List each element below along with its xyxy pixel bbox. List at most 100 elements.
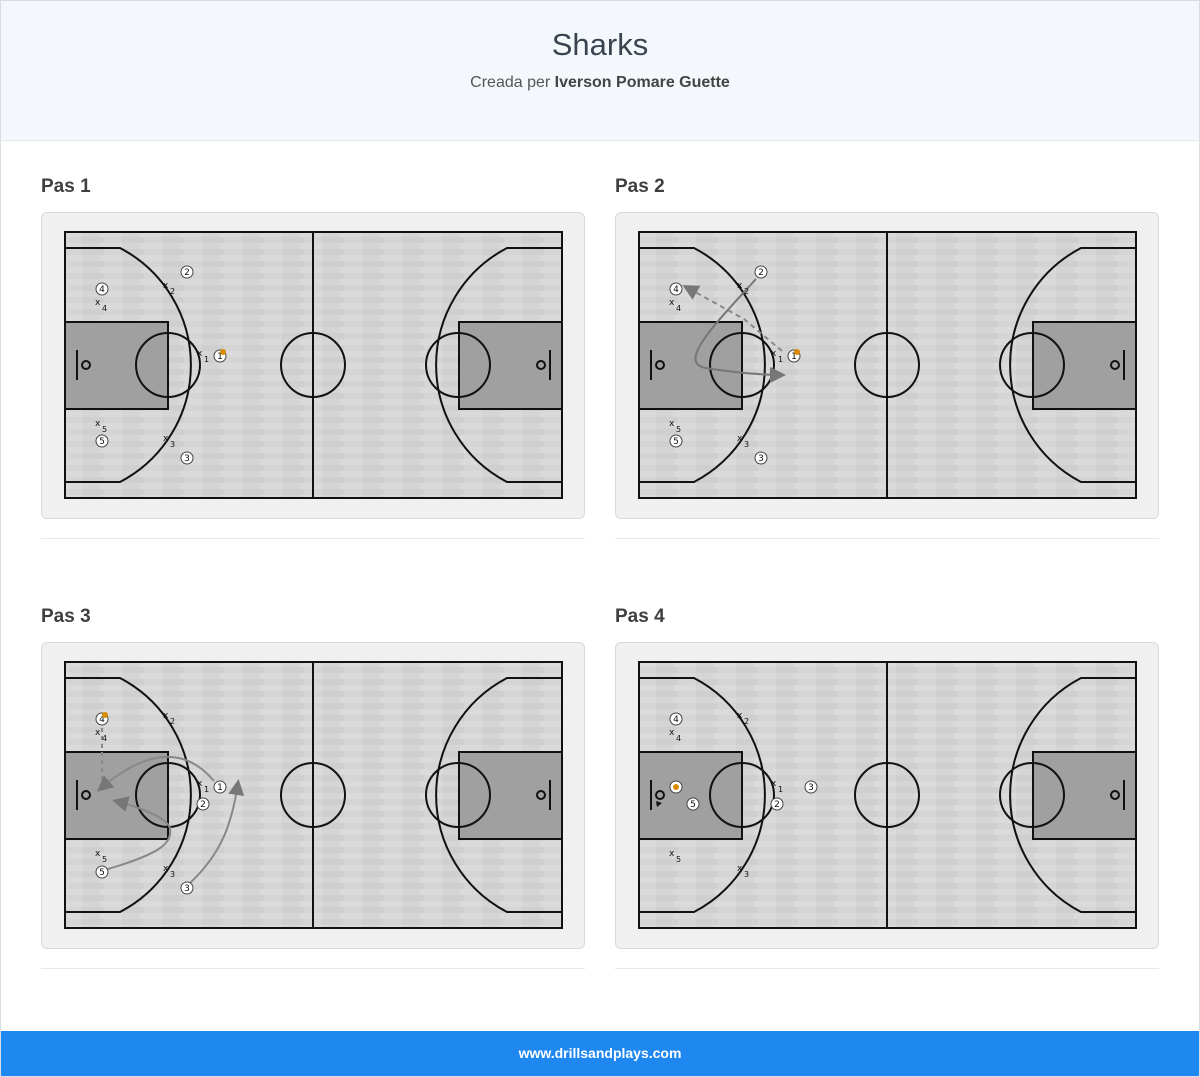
- svg-text:4: 4: [99, 285, 105, 295]
- footer-link[interactable]: www.drillsandplays.com: [518, 1045, 682, 1061]
- three-point-line-left: [65, 677, 192, 913]
- defender-x3[interactable]: x3: [163, 864, 175, 879]
- defender-x4[interactable]: x4: [95, 728, 107, 743]
- svg-text:5: 5: [676, 855, 681, 864]
- paint-right: [1032, 321, 1137, 410]
- offense-player-5[interactable]: 5: [95, 865, 109, 879]
- paint-left: [638, 751, 743, 840]
- svg-text:1: 1: [778, 785, 783, 794]
- offense-player-2[interactable]: 2: [196, 797, 210, 811]
- svg-text:4: 4: [676, 734, 681, 743]
- defender-x4[interactable]: x4: [669, 728, 681, 743]
- ft-circle-left: [135, 332, 201, 398]
- hoop-left: [81, 360, 91, 370]
- offense-player-5[interactable]: 5: [686, 797, 700, 811]
- svg-text:2: 2: [774, 800, 780, 810]
- court-svg: 2 4 1 5 3 x2 x4 x1 x5 x3: [616, 213, 1158, 518]
- ft-circle-left: [709, 762, 775, 828]
- defender-x3[interactable]: x3: [737, 864, 749, 879]
- defender-x1[interactable]: x1: [197, 779, 209, 794]
- page-header: Sharks Creada per Iverson Pomare Guette: [1, 1, 1199, 141]
- paint-left: [64, 751, 169, 840]
- cut-path-3: [189, 779, 245, 884]
- svg-text:4: 4: [673, 285, 679, 295]
- svg-text:x: x: [95, 728, 101, 738]
- offense-player-1[interactable]: 1: [213, 780, 227, 794]
- offense-player-2[interactable]: 2: [754, 265, 768, 279]
- step-4-title: Pas 4: [615, 606, 665, 627]
- offense-player-3[interactable]: 3: [180, 881, 194, 895]
- svg-text:2: 2: [184, 268, 190, 278]
- cut-path-1: [96, 755, 215, 792]
- offense-player-3[interactable]: 3: [180, 451, 194, 465]
- svg-text:2: 2: [200, 800, 206, 810]
- hoop-right: [536, 790, 546, 800]
- svg-text:5: 5: [99, 868, 105, 878]
- defender-x2[interactable]: x2: [737, 711, 749, 726]
- defender-x5[interactable]: x5: [669, 419, 681, 434]
- defender-x1[interactable]: x1: [771, 349, 783, 364]
- ball: [673, 784, 679, 790]
- offense-player-5[interactable]: 5: [95, 434, 109, 448]
- court-svg: 4 5 2 3 x2 x4 x1 x5 x3: [616, 643, 1158, 948]
- svg-text:3: 3: [170, 870, 175, 879]
- page-title: Sharks: [551, 27, 649, 62]
- ft-circle-right: [999, 332, 1065, 398]
- svg-text:3: 3: [744, 440, 749, 449]
- defender-x3[interactable]: x3: [163, 434, 175, 449]
- hoop-right: [536, 360, 546, 370]
- svg-text:5: 5: [676, 425, 681, 434]
- hoop-right: [1110, 360, 1120, 370]
- svg-text:x: x: [737, 864, 743, 874]
- paint-right: [458, 751, 563, 840]
- three-point-line-right: [435, 677, 562, 913]
- defender-x2[interactable]: x2: [163, 711, 175, 726]
- ft-circle-right: [425, 332, 491, 398]
- svg-text:1: 1: [204, 785, 209, 794]
- ft-circle-left: [709, 332, 775, 398]
- cut-path-5: [107, 796, 172, 870]
- ft-circle-left: [135, 762, 201, 828]
- hoop-right: [1110, 790, 1120, 800]
- svg-text:5: 5: [102, 425, 107, 434]
- svg-text:x: x: [95, 419, 101, 429]
- step-1-title: Pas 1: [41, 176, 91, 197]
- svg-text:5: 5: [673, 437, 679, 447]
- defender-x4[interactable]: x4: [669, 298, 681, 313]
- svg-text:x: x: [163, 434, 169, 444]
- svg-text:4: 4: [673, 715, 679, 725]
- defender-x5[interactable]: x5: [95, 419, 107, 434]
- defender-x2[interactable]: x2: [737, 281, 749, 296]
- defender-x4[interactable]: x4: [95, 298, 107, 313]
- svg-text:5: 5: [102, 855, 107, 864]
- svg-text:x: x: [737, 281, 743, 291]
- page-footer: www.drillsandplays.com: [1, 1031, 1199, 1076]
- svg-text:x: x: [737, 711, 743, 721]
- defender-x5[interactable]: x5: [95, 849, 107, 864]
- svg-text:x: x: [95, 849, 101, 859]
- pass-path-4: [682, 285, 783, 352]
- offense-player-3[interactable]: 3: [804, 780, 818, 794]
- ft-circle-right: [425, 762, 491, 828]
- offense-player-4[interactable]: 4: [669, 282, 683, 296]
- defender-x2[interactable]: x2: [163, 281, 175, 296]
- author-name[interactable]: Iverson Pomare Guette: [554, 74, 730, 91]
- defender-x1[interactable]: x1: [197, 349, 209, 364]
- offense-player-2[interactable]: 2: [770, 797, 784, 811]
- offense-player-3[interactable]: 3: [754, 451, 768, 465]
- offense-player-5[interactable]: 5: [669, 434, 683, 448]
- defender-x3[interactable]: x3: [737, 434, 749, 449]
- defender-x1[interactable]: x1: [771, 779, 783, 794]
- offense-player-4[interactable]: 4: [95, 282, 109, 296]
- defender-x5[interactable]: x5: [669, 849, 681, 864]
- svg-text:4: 4: [99, 715, 105, 725]
- offense-player-2[interactable]: 2: [180, 265, 194, 279]
- svg-text:4: 4: [102, 734, 107, 743]
- svg-text:3: 3: [184, 454, 190, 464]
- svg-text:2: 2: [170, 717, 175, 726]
- offense-player-4[interactable]: 4: [669, 712, 683, 726]
